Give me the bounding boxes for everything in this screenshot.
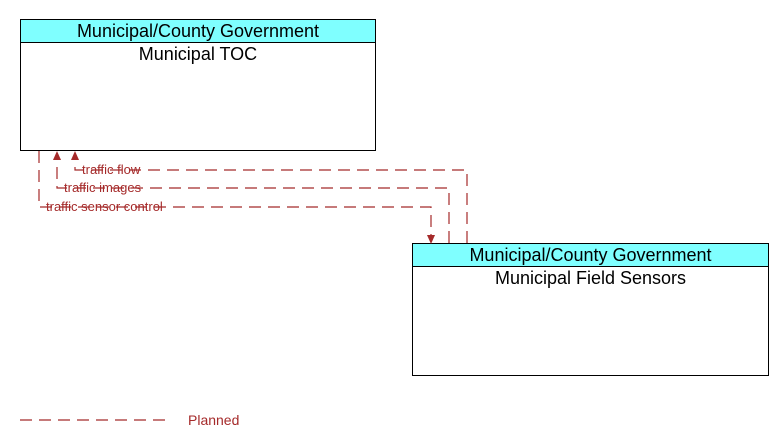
node-category-header: Municipal/County Government xyxy=(21,20,375,43)
legend: Planned xyxy=(20,412,239,428)
flow-label: traffic sensor control xyxy=(46,199,163,214)
flow-label: traffic flow xyxy=(82,162,141,177)
flow-line xyxy=(74,155,468,243)
flow-line xyxy=(38,151,432,239)
flow-traffic-images[interactable]: traffic images xyxy=(53,151,450,243)
node-name-label: Municipal TOC xyxy=(138,44,258,64)
flow-traffic-flow[interactable]: traffic flow xyxy=(71,151,468,243)
node-name-label: Municipal Field Sensors xyxy=(494,268,687,288)
arrowhead-icon xyxy=(53,151,61,160)
node-category-label: Municipal/County Government xyxy=(469,245,712,265)
node-category-header: Municipal/County Government xyxy=(413,244,768,267)
node-municipal-field-sensors[interactable]: Municipal/County Government Municipal Fi… xyxy=(412,243,769,376)
node-municipal-toc[interactable]: Municipal/County Government Municipal TO… xyxy=(20,19,376,151)
flow-label: traffic images xyxy=(64,180,142,195)
flow-line xyxy=(56,155,450,243)
arrowhead-icon xyxy=(427,235,435,244)
arrowhead-icon xyxy=(71,151,79,160)
legend-planned-label: Planned xyxy=(188,412,239,428)
node-category-label: Municipal/County Government xyxy=(76,21,320,41)
flow-traffic-sensor-control[interactable]: traffic sensor control xyxy=(38,151,435,244)
